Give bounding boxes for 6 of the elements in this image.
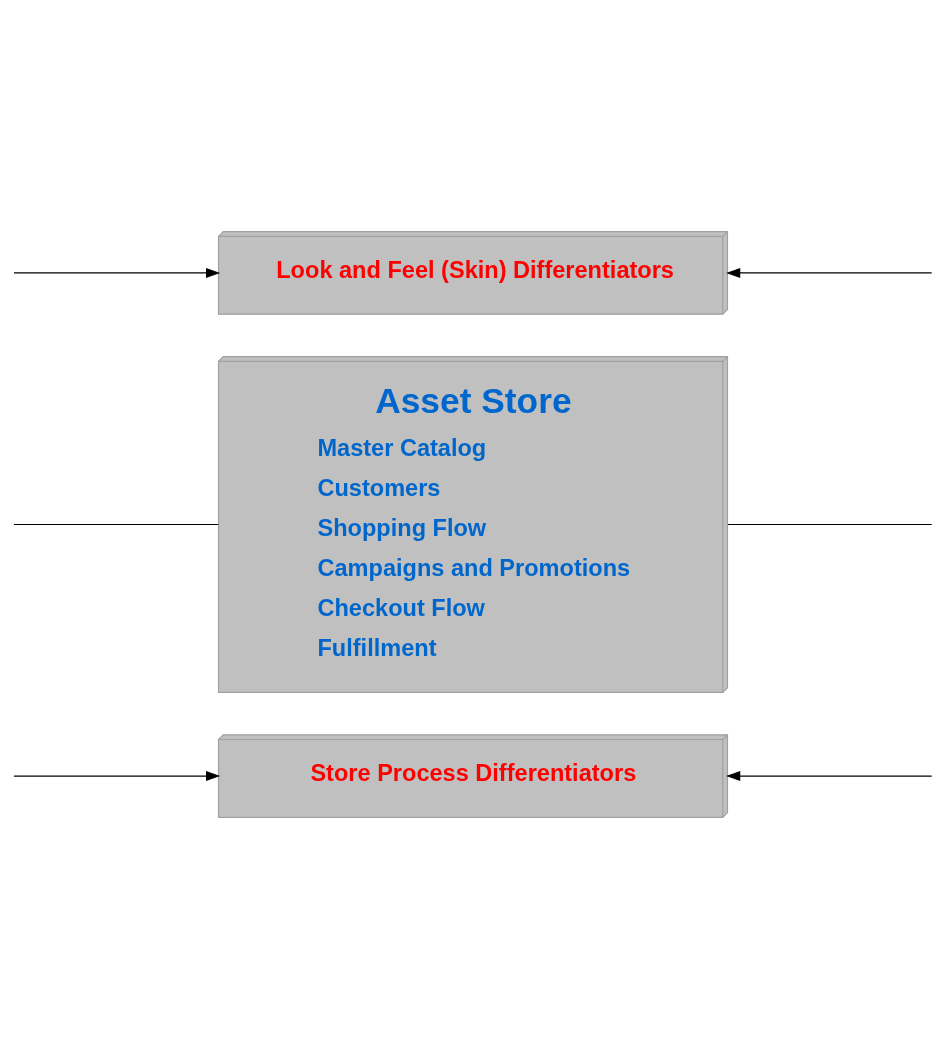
connector: [13, 523, 219, 526]
connector: [727, 523, 933, 526]
arrow: [13, 268, 221, 278]
arrow: [726, 771, 933, 781]
arrow: [726, 268, 933, 278]
arrow: [13, 771, 221, 781]
